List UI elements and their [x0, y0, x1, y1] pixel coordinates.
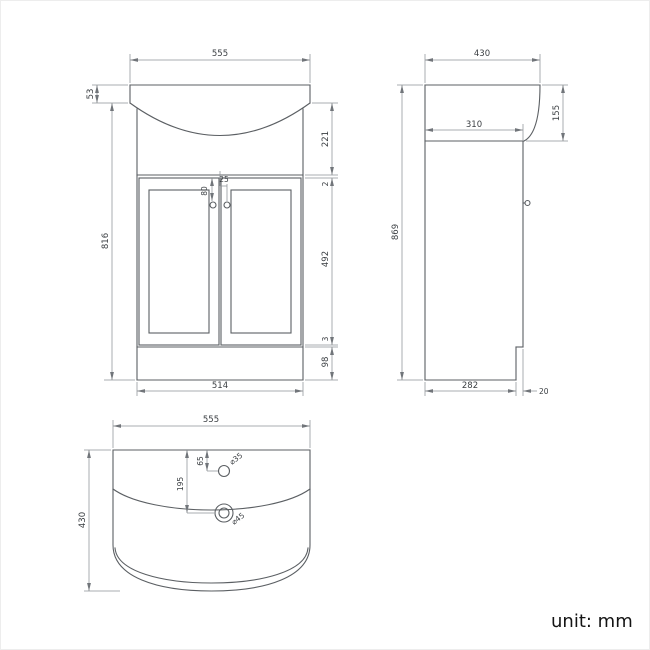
left-door-knob [209, 201, 217, 209]
basin-bowl-curve [129, 102, 311, 136]
dim-label-base-depth: 282 [462, 381, 478, 391]
left-door-panel [148, 189, 210, 334]
dim-label-cabinet-width: 514 [212, 381, 228, 391]
dim-label-tap-offset: 65 [196, 456, 205, 466]
dim-label-door-thickness: 20 [539, 387, 549, 396]
dim-label-handle-drop: 80 [200, 186, 209, 196]
dim-label-basin-lip-height: 53 [86, 89, 96, 100]
dim-label-carcass-height: 816 [101, 233, 111, 249]
left-door [138, 177, 220, 346]
basin-front-curve [523, 84, 541, 142]
basin-plan-outline [112, 449, 311, 592]
dim-label-plinth-height: 98 [321, 357, 331, 368]
dim-label-basin-to-doors: 221 [321, 131, 331, 147]
side-view: 430 155 310 869 282 20 [391, 49, 568, 396]
waste-hole-outer [214, 503, 234, 523]
unit-label: unit: mm [551, 611, 633, 632]
waste-hole-inner [218, 507, 230, 519]
side-view-outline [424, 84, 541, 381]
front-view: 555 53 816 221 2 492 3 98 [86, 49, 338, 396]
dim-label-waste-offset: 195 [176, 477, 185, 492]
right-door-panel [230, 189, 292, 334]
basin-rim-inner-curve [114, 547, 309, 584]
dim-label-top-depth: 430 [78, 512, 88, 528]
dim-label-handle-offset: 25 [219, 175, 229, 184]
dim-label-carcass-depth: 310 [466, 120, 482, 130]
right-door [220, 177, 302, 346]
dim-label-door-top-gap: 2 [321, 181, 330, 186]
front-view-outline [129, 84, 311, 381]
dim-label-overall-depth: 430 [474, 49, 490, 59]
dim-label-top-width: 555 [203, 415, 219, 425]
dim-label-basin-front-height: 155 [552, 105, 562, 121]
dim-label-overall-height: 869 [391, 224, 401, 240]
side-view-dimensions: 430 155 310 869 282 20 [391, 49, 568, 396]
top-view-outline [112, 449, 311, 592]
bowl-back-curve [112, 488, 311, 511]
right-door-knob [223, 201, 231, 209]
tap-hole [217, 464, 231, 478]
dim-label-door-height: 492 [321, 251, 331, 267]
front-view-dimensions: 555 53 816 221 2 492 3 98 [86, 49, 338, 396]
door-knob-side [524, 199, 531, 207]
dim-label-overall-width: 555 [212, 49, 228, 59]
dim-label-door-bottom-gap: 3 [321, 336, 330, 341]
